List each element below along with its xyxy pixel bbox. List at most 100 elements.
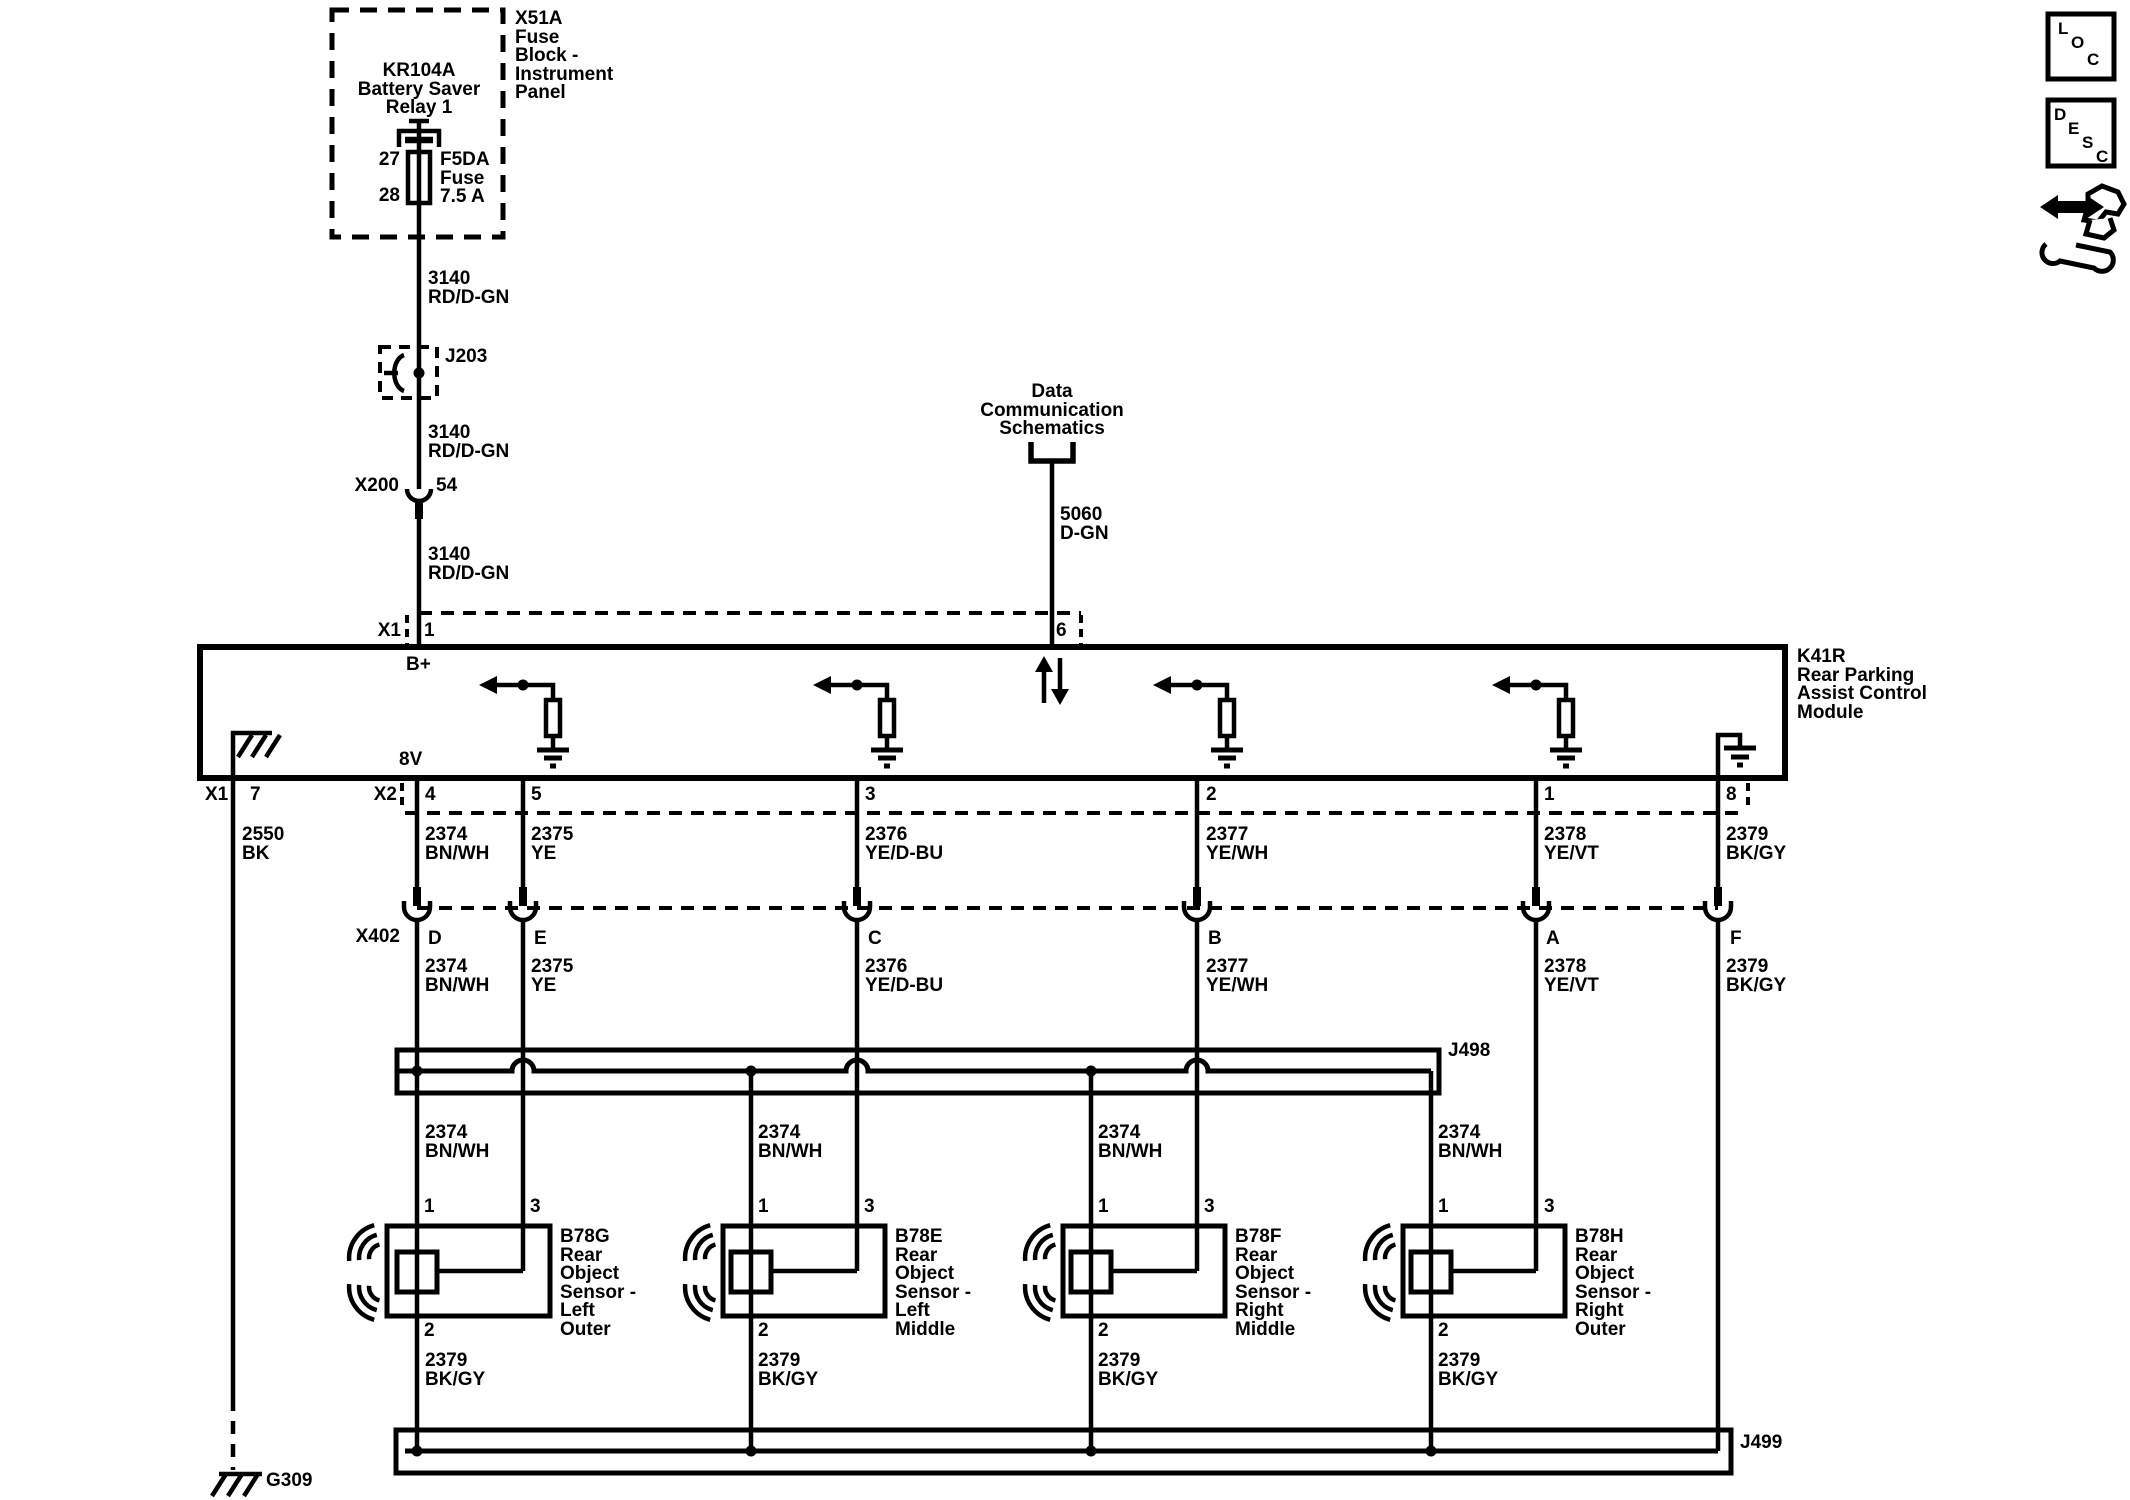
module-name-k41r: K41R Rear Parking Assist Control Module bbox=[1797, 646, 1927, 723]
sensor2-pin-2: 2 bbox=[758, 1320, 769, 1341]
offpage-bracket bbox=[1028, 442, 1076, 464]
sensor4-pin-1: 1 bbox=[1438, 1196, 1449, 1217]
desc-icon-letter[interactable]: C bbox=[2096, 147, 2109, 166]
wire-label-2375-b: 2375 YE bbox=[531, 956, 574, 996]
sensor4-name-b78h: B78H Rear Object Sensor - Right Outer bbox=[1575, 1226, 1652, 1340]
wire-label-3140-upper: 3140 RD/D-GN bbox=[428, 268, 510, 308]
sensor2-pin-3: 3 bbox=[864, 1196, 875, 1217]
ground-label-g309: G309 bbox=[266, 1470, 313, 1491]
j203-outline bbox=[378, 345, 439, 400]
module-internal-ground-pin8 bbox=[1715, 732, 1756, 778]
sensor4-pin-2: 2 bbox=[1438, 1320, 1449, 1341]
net-label-8v: 8V bbox=[399, 749, 423, 770]
module-pin-8: 8 bbox=[1726, 784, 1737, 805]
sensor-b78g bbox=[343, 1221, 553, 1325]
loc-icon-letter[interactable]: C bbox=[2087, 50, 2100, 69]
x402-pin-e: E bbox=[534, 928, 547, 949]
loc-icon-letter[interactable]: L bbox=[2058, 19, 2069, 38]
splice-label-j499: J499 bbox=[1740, 1432, 1783, 1453]
module-pin-4: 4 bbox=[425, 784, 436, 805]
wire-label-2379-a: 2379 BK/GY bbox=[1726, 824, 1787, 864]
x402-pin-b: B bbox=[1208, 928, 1222, 949]
fuse-label: F5DA Fuse 7.5 A bbox=[440, 149, 490, 207]
x402-pin-d: D bbox=[428, 928, 442, 949]
wire-label-3140-lower: 3140 RD/D-GN bbox=[428, 544, 510, 584]
desc-icon-letter[interactable]: E bbox=[2068, 119, 2080, 138]
wire-label-2377-a: 2377 YE/WH bbox=[1206, 824, 1269, 864]
connector-label-x200: X200 bbox=[354, 475, 399, 496]
net-label-b-plus: B+ bbox=[406, 654, 431, 675]
wire-label-2376-b: 2376 YE/D-BU bbox=[865, 956, 944, 996]
x2-connector-label: X2 bbox=[373, 784, 397, 805]
offpage-ref-data-communication[interactable]: Data Communication Schematics bbox=[980, 381, 1124, 439]
module-pin-3: 3 bbox=[865, 784, 876, 805]
splice-label-j498: J498 bbox=[1448, 1040, 1491, 1061]
wire-label-2377-b: 2377 YE/WH bbox=[1206, 956, 1269, 996]
fuse-pin-27: 27 bbox=[378, 149, 400, 170]
sensor1-name-b78g: B78G Rear Object Sensor - Left Outer bbox=[560, 1226, 637, 1340]
sensor3-pin-2: 2 bbox=[1098, 1320, 1109, 1341]
sensor-b78e bbox=[679, 1221, 888, 1325]
relay-name: KR104A Battery Saver Relay 1 bbox=[357, 60, 481, 118]
loc-icon-letter[interactable]: O bbox=[2071, 33, 2085, 52]
wire-label-2379-s1: 2379 BK/GY bbox=[425, 1350, 486, 1390]
connector-pin-54: 54 bbox=[436, 475, 458, 496]
fuse-pin-28: 28 bbox=[378, 185, 400, 206]
wire-label-2378-a: 2378 YE/VT bbox=[1544, 824, 1599, 864]
wrench-icon bbox=[2039, 242, 2116, 274]
x402-pin-f: F bbox=[1730, 928, 1742, 949]
repair-instructions-icon bbox=[2039, 183, 2127, 274]
wire-label-2379-b: 2379 BK/GY bbox=[1726, 956, 1787, 996]
x200-connector-symbol bbox=[404, 488, 434, 504]
wire-label-2550: 2550 BK bbox=[242, 824, 285, 864]
wire-label-2374-s4: 2374 BN/WH bbox=[1438, 1122, 1503, 1162]
x1-connector-label-top: X1 bbox=[377, 620, 401, 641]
desc-icon bbox=[2045, 97, 2117, 169]
module-internal-ground-pin7 bbox=[230, 730, 282, 778]
sensor3-pin-3: 3 bbox=[1204, 1196, 1215, 1217]
x402-pin-a: A bbox=[1546, 928, 1560, 949]
x402-pin-c: C bbox=[868, 928, 882, 949]
bidirectional-data-arrows bbox=[1035, 656, 1069, 705]
wire-label-5060: 5060 D-GN bbox=[1060, 504, 1109, 544]
sensor-b78h bbox=[1359, 1221, 1568, 1325]
module-box bbox=[197, 644, 1788, 781]
module-pin-1-x2: 1 bbox=[1544, 784, 1555, 805]
fuse-block-name: X51A Fuse Block - Instrument Panel bbox=[515, 8, 614, 103]
j499-box bbox=[393, 1427, 1734, 1476]
wire-label-2379-s3: 2379 BK/GY bbox=[1098, 1350, 1159, 1390]
sensor3-name-b78f: B78F Rear Object Sensor - Right Middle bbox=[1235, 1226, 1312, 1340]
wire-label-2379-s2: 2379 BK/GY bbox=[758, 1350, 819, 1390]
module-pin-6: 6 bbox=[1056, 620, 1067, 641]
module-pin-1-x1: 1 bbox=[424, 620, 435, 641]
sensor1-pin-3: 3 bbox=[530, 1196, 541, 1217]
sensor-b78f bbox=[1019, 1221, 1228, 1325]
wire-label-2374-s3: 2374 BN/WH bbox=[1098, 1122, 1163, 1162]
loc-icon bbox=[2045, 11, 2117, 82]
desc-icon-letter[interactable]: D bbox=[2054, 105, 2067, 124]
wire-label-2376-a: 2376 YE/D-BU bbox=[865, 824, 944, 864]
wire-label-2374-a: 2374 BN/WH bbox=[425, 824, 490, 864]
j498-bus bbox=[397, 1057, 1431, 1074]
remove-install-arrow-icon bbox=[2040, 195, 2104, 219]
module-pin-7: 7 bbox=[250, 784, 261, 805]
sensor2-name-b78e: B78E Rear Object Sensor - Left Middle bbox=[895, 1226, 972, 1340]
sensor1-pin-1: 1 bbox=[424, 1196, 435, 1217]
module-pin-2: 2 bbox=[1206, 784, 1217, 805]
sensor2-pin-1: 1 bbox=[758, 1196, 769, 1217]
g309-ground-symbol bbox=[210, 1471, 262, 1498]
wire-label-2374-s1: 2374 BN/WH bbox=[425, 1122, 490, 1162]
wire-label-2378-b: 2378 YE/VT bbox=[1544, 956, 1599, 996]
wire-label-2379-s4: 2379 BK/GY bbox=[1438, 1350, 1499, 1390]
wire-label-3140-middle: 3140 RD/D-GN bbox=[428, 422, 510, 462]
wire-label-2375-a: 2375 YE bbox=[531, 824, 574, 864]
wire-label-2374-s2: 2374 BN/WH bbox=[758, 1122, 823, 1162]
sensor3-pin-1: 1 bbox=[1098, 1196, 1109, 1217]
x1-connector-label-bottom: X1 bbox=[205, 784, 229, 805]
splice-label-j203: J203 bbox=[445, 346, 488, 367]
desc-icon-letter[interactable]: S bbox=[2082, 133, 2094, 152]
module-pin-5: 5 bbox=[531, 784, 542, 805]
x402-connector-label: X402 bbox=[355, 926, 400, 947]
